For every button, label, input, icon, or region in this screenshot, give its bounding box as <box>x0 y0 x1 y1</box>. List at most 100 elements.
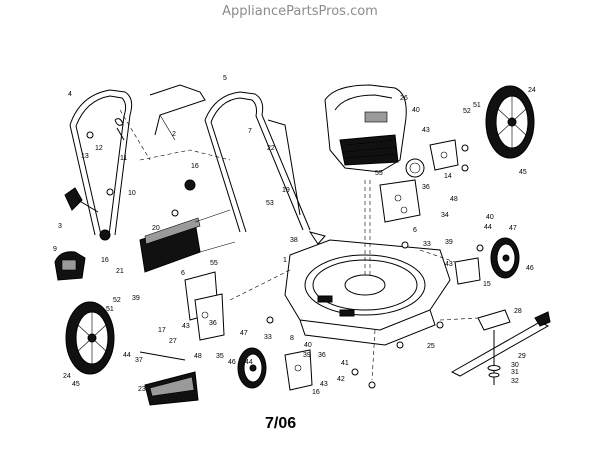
knob-16-left <box>99 229 111 241</box>
callout: 48 <box>450 196 458 203</box>
callout: 24 <box>63 373 71 380</box>
callout: 37 <box>135 357 143 364</box>
callout: 32 <box>511 378 519 385</box>
callout: 21 <box>116 268 124 275</box>
callout: 40 <box>304 342 312 349</box>
callout: 25 <box>427 343 435 350</box>
callout: 16 <box>101 257 109 264</box>
mower-deck-1 <box>284 239 451 346</box>
callout: 40 <box>486 214 494 221</box>
callout: 44 <box>245 359 253 366</box>
callout: 47 <box>240 330 248 337</box>
callout: 6 <box>181 270 185 277</box>
callout: 13 <box>81 153 89 160</box>
engine-26 <box>324 84 425 178</box>
handle-knob-3 <box>64 187 99 213</box>
callout: 24 <box>528 87 536 94</box>
callout: 11 <box>120 155 127 162</box>
front-wheel-left-46 <box>237 347 267 389</box>
callout: 3 <box>58 223 62 230</box>
height-adjuster-right <box>429 139 459 171</box>
engine-bracket-34 <box>379 179 421 223</box>
callout: 34 <box>441 212 449 219</box>
chute-deflector-23 <box>144 371 199 406</box>
callout: 28 <box>514 308 522 315</box>
callout: 23 <box>138 386 146 393</box>
rear-door-9 <box>54 251 86 281</box>
callout: 51 <box>106 306 114 313</box>
handle-bracket-2 <box>149 84 206 141</box>
callout: 45 <box>519 169 527 176</box>
callout: 16 <box>191 163 199 170</box>
callouts: 1 2 3 4 5 6 6 7 8 9 10 11 12 13 14 15 16… <box>53 75 536 396</box>
callout: 1 <box>283 257 287 264</box>
callout: 12 <box>95 145 103 152</box>
callout: 41 <box>341 360 349 367</box>
callout: 39 <box>303 352 311 359</box>
callout: 36 <box>422 184 430 191</box>
callout: 38 <box>290 237 298 244</box>
callout: 39 <box>445 239 453 246</box>
front-wheel-right-46 <box>490 237 520 279</box>
callout: 42 <box>337 376 345 383</box>
callout: 7 <box>248 128 252 135</box>
callout: 43 <box>445 261 453 268</box>
callout: 55 <box>210 260 218 267</box>
callout: 30 <box>511 362 519 369</box>
callout: 33 <box>423 241 431 248</box>
callout: 5 <box>223 75 227 82</box>
callout: 45 <box>72 381 80 388</box>
callout: 53 <box>266 200 274 207</box>
callout: 14 <box>444 173 452 180</box>
callout: 9 <box>53 246 57 253</box>
callout: 20 <box>152 225 160 232</box>
callout: 36 <box>209 320 217 327</box>
callout: 35 <box>216 353 224 360</box>
revision-date: 7/06 <box>265 415 297 432</box>
callout: 29 <box>518 353 526 360</box>
height-adjuster-left <box>184 271 225 341</box>
upper-handle <box>204 91 311 233</box>
rear-flap-21 <box>139 217 201 273</box>
callout: 44 <box>123 352 131 359</box>
callout: 27 <box>169 338 177 345</box>
blade-adapter-28 <box>477 309 511 331</box>
rear-wheel-left-45 <box>65 301 115 375</box>
callout: 39 <box>132 295 140 302</box>
callout: 15 <box>483 281 491 288</box>
callout: 8 <box>290 335 294 342</box>
callout: 52 <box>113 297 121 304</box>
callout: 46 <box>526 265 534 272</box>
callout: 26 <box>400 95 408 102</box>
callout: 51 <box>473 102 481 109</box>
axle-bracket-15 <box>454 257 481 285</box>
callout: 31 <box>511 369 519 376</box>
callout: 44 <box>484 224 492 231</box>
blade-29 <box>450 311 551 377</box>
cable-22 <box>267 119 301 216</box>
callout: 43 <box>320 381 328 388</box>
callout: 47 <box>509 225 517 232</box>
axle-rod-37 <box>139 351 186 361</box>
callout: 43 <box>422 127 430 134</box>
callout: 22 <box>267 145 275 152</box>
callout: 46 <box>228 359 236 366</box>
callout: 2 <box>172 131 176 138</box>
callout: 40 <box>412 107 420 114</box>
callout: 48 <box>194 353 202 360</box>
rear-wheel-right-45 <box>485 85 535 159</box>
callout: 4 <box>68 91 72 98</box>
callout: 43 <box>182 323 190 330</box>
spark-plug-38 <box>308 231 326 245</box>
callout: 52 <box>463 108 471 115</box>
lower-handle <box>69 89 133 236</box>
callout: 6 <box>413 227 417 234</box>
height-adjuster-front <box>284 349 313 391</box>
callout: 36 <box>318 352 326 359</box>
callout: 17 <box>158 327 166 334</box>
callout: 55 <box>375 170 383 177</box>
callout: 10 <box>128 190 136 197</box>
watermark-text: AppliancePartsPros.com <box>222 4 378 19</box>
callout: 19 <box>282 187 290 194</box>
